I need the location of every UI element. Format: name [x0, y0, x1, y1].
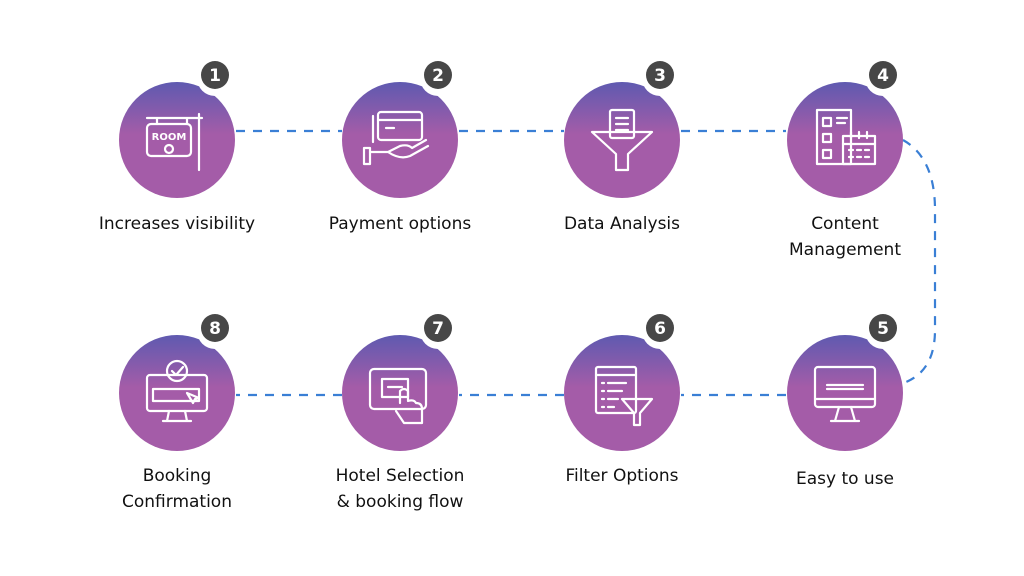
step-label: Hotel Selection	[336, 466, 465, 486]
monitor-check-icon	[145, 359, 209, 423]
step-label: Easy to use	[796, 469, 894, 489]
step-number: 5	[877, 319, 889, 339]
monitor-icon	[813, 365, 877, 423]
step-circle	[787, 335, 903, 451]
step-label: Increases visibility	[99, 214, 255, 234]
connectors	[236, 129, 937, 397]
step-label: Confirmation	[122, 492, 232, 512]
document-funnel-icon	[590, 108, 654, 172]
step-label: Filter Options	[565, 466, 678, 486]
step-circle	[119, 82, 235, 198]
card-in-hand-icon	[362, 110, 430, 166]
tablet-touch-icon	[368, 367, 428, 425]
step-badge	[869, 61, 897, 89]
step-circle	[787, 82, 903, 198]
step-label: Management	[789, 240, 901, 260]
step-label: Payment options	[329, 214, 472, 234]
step-number: 2	[432, 66, 444, 86]
step-circle	[564, 82, 680, 198]
connector-4-5	[902, 139, 937, 384]
step-number: 8	[209, 319, 221, 339]
step-number: 4	[877, 66, 889, 86]
step-label: Data Analysis	[564, 214, 680, 234]
step-number: 6	[654, 319, 666, 339]
step-badge	[201, 61, 229, 89]
checklist-calendar-icon	[815, 108, 877, 166]
step-badge	[869, 314, 897, 342]
step-number: 3	[654, 66, 666, 86]
step-badge	[424, 61, 452, 89]
step-label: Content	[811, 214, 879, 234]
step-badge	[646, 314, 674, 342]
step-number: 1	[209, 66, 221, 86]
list-filter-icon	[594, 365, 654, 427]
step-circle	[564, 335, 680, 451]
room-sign-icon: ROOM	[145, 112, 204, 172]
step-label: & booking flow	[337, 492, 464, 512]
icon-text: ROOM	[152, 132, 187, 143]
step-badge	[424, 314, 452, 342]
step-badge	[201, 314, 229, 342]
step-circle	[119, 335, 235, 451]
step-badge	[646, 61, 674, 89]
step-number: 7	[432, 319, 444, 339]
step-label: Booking	[143, 466, 212, 486]
